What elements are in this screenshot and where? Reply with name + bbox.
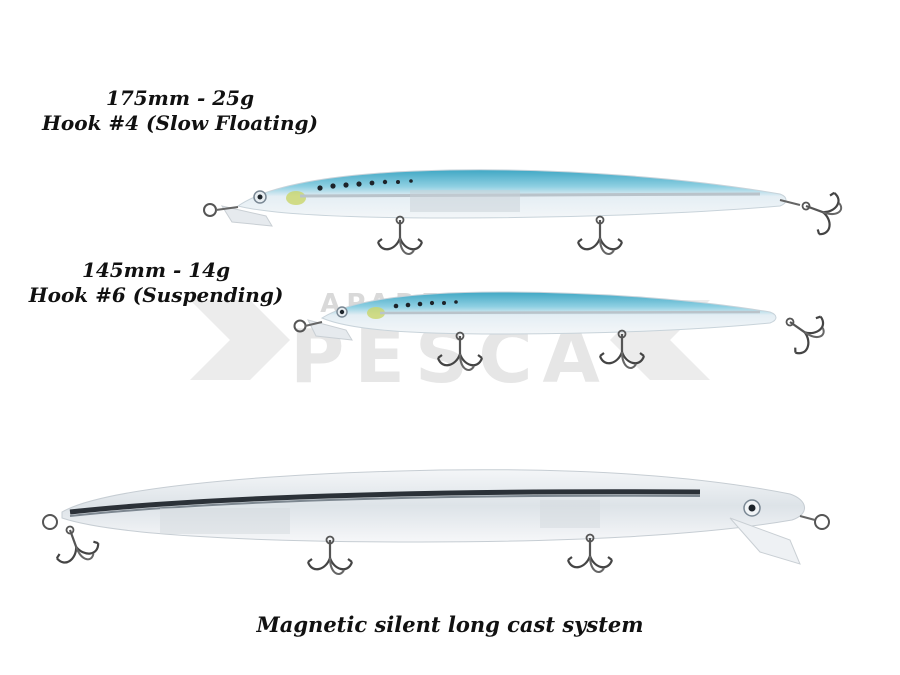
caption: Magnetic silent long cast system	[256, 612, 644, 637]
lure-145-hook: Hook #6 (Suspending)	[28, 283, 284, 307]
lure-175-size: 175mm - 25g	[105, 86, 255, 110]
lure-175-label: 175mm - 25g Hook #4 (Slow Floating)	[40, 86, 320, 136]
lure-175-hook: Hook #4 (Slow Floating)	[42, 111, 318, 135]
lure-145-label: 145mm - 14g Hook #6 (Suspending)	[16, 258, 296, 308]
lure-145mm	[293, 291, 832, 372]
lure-ghost	[42, 469, 830, 576]
lure-145-size: 145mm - 14g	[81, 258, 231, 282]
lure-175mm	[203, 169, 847, 256]
